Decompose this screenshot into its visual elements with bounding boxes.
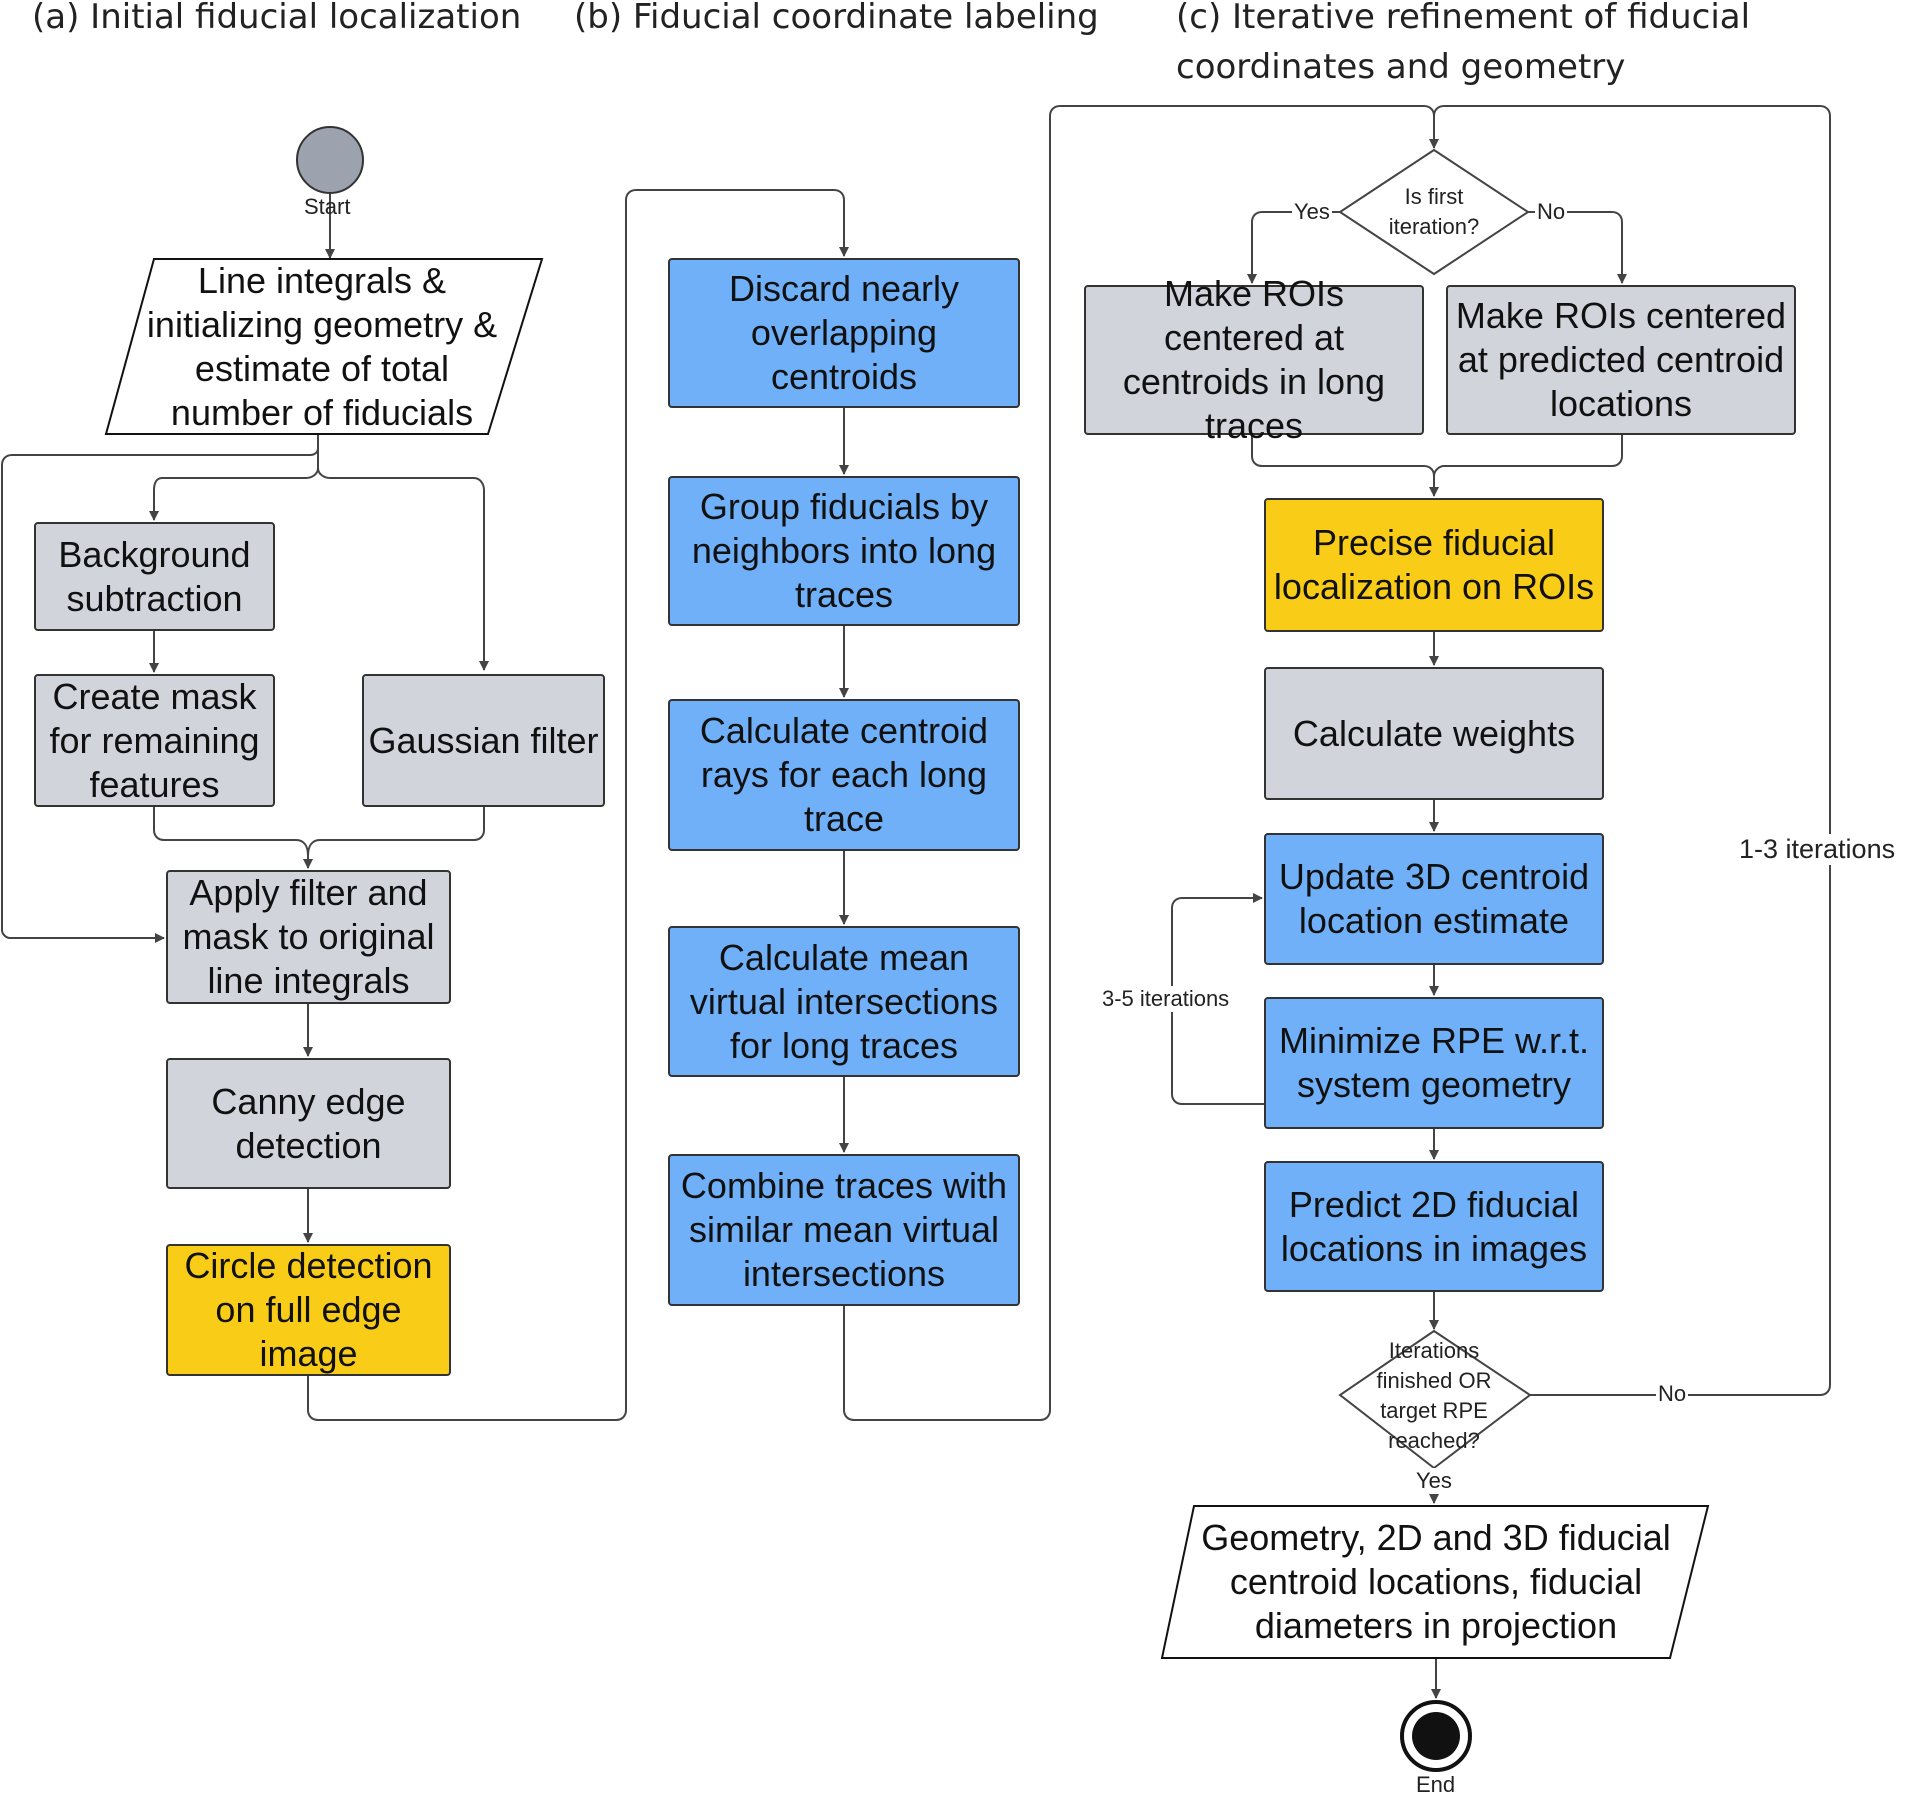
arrow-rois-to-precise [1251,435,1439,497]
decision-done-yes: Yes [1414,1468,1454,1494]
decision-first-yes: Yes [1292,199,1332,225]
canny-edge-box: Canny edge detection [166,1058,451,1189]
decision-first-shape [1338,148,1530,276]
header-c-line1: (c) Iterative refinement of fiducial [1176,0,1751,37]
arrow-mask-to-apply [153,807,313,869]
calculate-weights-box: Calculate weights [1264,667,1604,800]
rois-predicted-box: Make ROIs centered at predicted centroid… [1446,285,1796,435]
header-b: (b) Fiducial coordinate labeling [574,0,1099,37]
header-c-line2: coordinates and geometry [1176,47,1626,87]
end-node-inner [1412,1712,1460,1760]
apply-filter-box: Apply filter and mask to original line i… [166,870,451,1004]
arrow-decision2-no-loop [1433,105,1831,1396]
inner-iterations-label: 3-5 iterations [1100,986,1232,1012]
arrow-circle-to-discard [307,189,849,1421]
predict-2d-box: Predict 2D fiducial locations in images [1264,1161,1604,1292]
input-parallelogram-shape [104,258,544,435]
precise-localization-box: Precise fiducial localization on ROIs [1264,498,1604,632]
decision-first-text: Is first iteration? [1388,184,1480,239]
arrow-decision-no [1526,211,1627,284]
header-a: (a) Initial fiducial localization [32,0,522,37]
group-fiducials-box: Group fiducials by neighbors into long t… [668,476,1020,626]
update-3d-box: Update 3D centroid location estimate [1264,833,1604,965]
output-geometry: Geometry, 2D and 3D fiducial centroid lo… [1201,1517,1671,1646]
arrow-input-to-apply-bypass [1,434,319,943]
circle-detection-box: Circle detection on full edge image [166,1244,451,1376]
combine-traces-box: Combine traces with similar mean virtual… [668,1154,1020,1306]
start-node [296,126,364,194]
arrow-input-to-gaussian [317,467,489,671]
start-label: Start [304,194,351,219]
decision-done-text: Iterations finished OR target RPE reache… [1376,1338,1492,1453]
gaussian-filter-box: Gaussian filter [362,674,605,807]
decision-done-no: No [1656,1381,1689,1407]
rois-long-traces-box: Make ROIs centered at centroids in long … [1084,273,1424,446]
calc-mean-intersections-box: Calculate mean virtual intersections for… [668,926,1020,1077]
create-mask-box: Create mask for remaining features [34,674,275,807]
arrow-decision-yes [1247,211,1342,284]
end-label: End [1416,1772,1456,1797]
decision-first-no: No [1535,199,1568,225]
discard-centroids-box: Discard nearly overlapping centroids [668,258,1020,408]
calc-centroid-rays-box: Calculate centroid rays for each long tr… [668,699,1020,851]
outer-iterations-label: 1-3 iterations [1737,834,1898,865]
arrow-input-to-background [149,448,319,521]
output-parallelogram-shape [1160,1505,1710,1659]
arrow-combine-to-decision [843,105,1439,1421]
minimize-rpe-box: Minimize RPE w.r.t. system geometry [1264,997,1604,1129]
input-line-integrals: Line integrals & initializing geometry &… [146,260,498,433]
background-subtraction-box: Background subtraction [34,522,275,631]
